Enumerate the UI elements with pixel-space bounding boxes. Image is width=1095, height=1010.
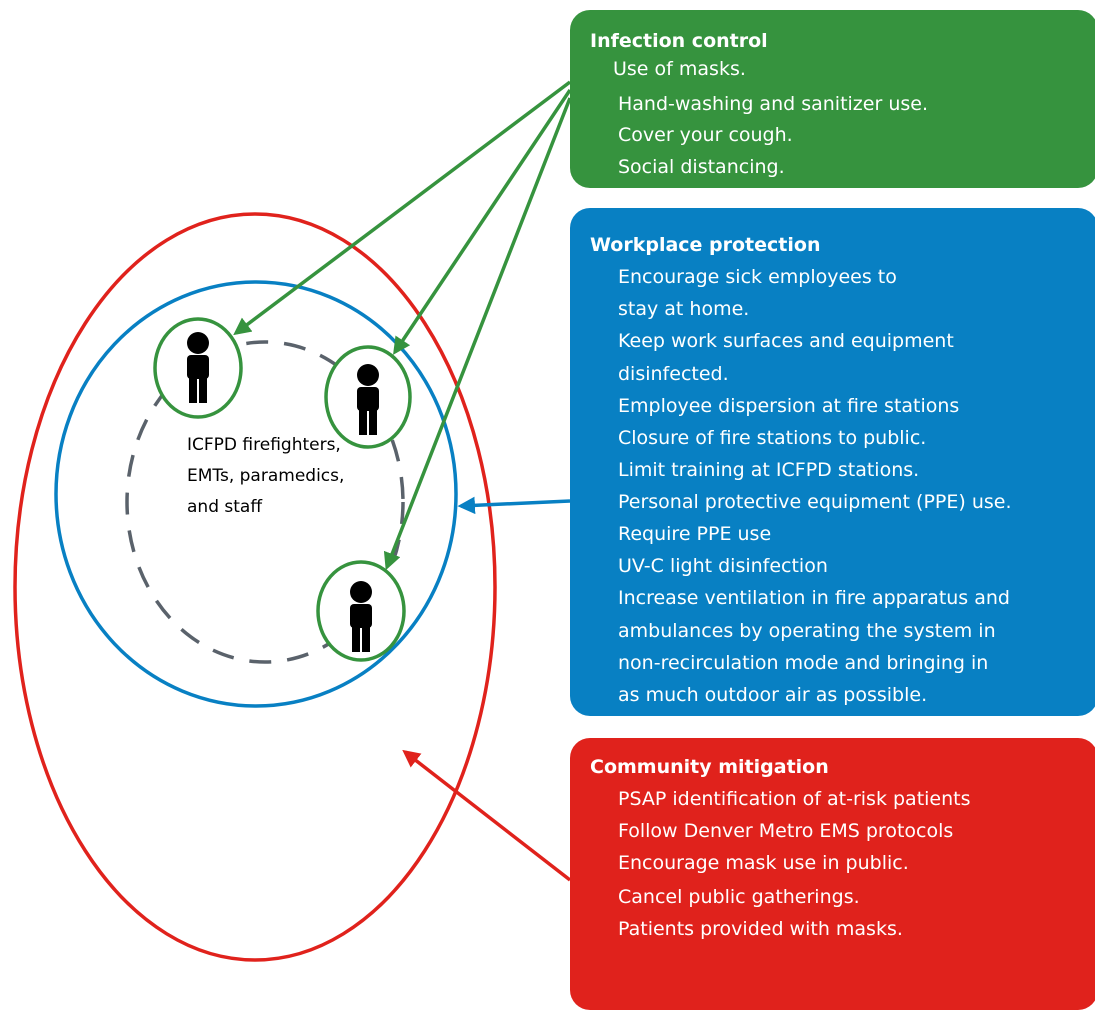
workplace-protection-item: non-recirculation mode and bringing in (618, 652, 989, 674)
workplace-protection-item: UV-C light disinfection (618, 555, 828, 577)
workplace-protection-item: Encourage sick employees to (618, 266, 897, 288)
workplace-arrow (457, 496, 571, 515)
infection-arrow-3 (383, 97, 572, 571)
community-ring (13, 212, 497, 962)
workplace-protection-panel: Workplace protection Encourage sick empl… (570, 208, 1095, 716)
community-mitigation-item: Cancel public gatherings. (618, 886, 860, 908)
community-mitigation-item: PSAP identification of at-risk patients (618, 788, 971, 810)
infection-control-panel: Infection control Use of masks. Hand-was… (570, 10, 1095, 188)
personnel-dashed-ring (125, 340, 405, 664)
infection-control-item: Hand-washing and sanitizer use. (618, 93, 928, 115)
community-mitigation-panel: Community mitigation PSAP identification… (570, 738, 1095, 1010)
infection-control-item: Social distancing. (618, 156, 785, 178)
infection-arrow-2 (393, 89, 572, 355)
workplace-protection-item: Limit training at ICFPD stations. (618, 459, 920, 481)
center-label-line-3: and staff (187, 497, 263, 517)
infection-control-item: Use of masks. (613, 58, 746, 80)
workplace-protection-item: Employee dispersion at fire stations (618, 395, 960, 417)
infection-arrow-1 (233, 80, 572, 336)
community-mitigation-title: Community mitigation (590, 756, 829, 778)
center-label-line-1: ICFPD firefighters, (187, 435, 341, 455)
community-mitigation-item: Encourage mask use in public. (618, 852, 909, 874)
person-group-3 (316, 560, 406, 662)
workplace-protection-item: Require PPE use (618, 523, 772, 545)
infection-control-title: Infection control (590, 30, 768, 52)
community-mitigation-item: Follow Denver Metro EMS protocols (618, 820, 954, 842)
community-arrow (402, 749, 572, 882)
infection-control-item: Cover your cough. (618, 124, 793, 146)
workplace-protection-item: Increase ventilation in fire apparatus a… (618, 587, 1010, 609)
workplace-protection-item: Closure of fire stations to public. (618, 427, 927, 449)
workplace-protection-item: Personal protective equipment (PPE) use. (618, 491, 1012, 513)
workplace-ring (54, 280, 458, 708)
person-icon (350, 581, 372, 652)
person-group-1 (153, 317, 243, 419)
community-mitigation-item: Patients provided with masks. (618, 918, 903, 940)
workplace-protection-item: ambulances by operating the system in (618, 620, 996, 642)
center-label-line-2: EMTs, paramedics, (187, 466, 345, 486)
workplace-protection-title: Workplace protection (590, 234, 821, 256)
person-icon (357, 364, 379, 435)
workplace-protection-item: disinfected. (618, 363, 729, 385)
workplace-protection-item: Keep work surfaces and equipment (618, 330, 954, 352)
person-icon (187, 332, 209, 403)
workplace-protection-item: as much outdoor air as possible. (618, 684, 928, 706)
workplace-protection-item: stay at home. (618, 298, 750, 320)
person-group-2 (324, 345, 412, 449)
